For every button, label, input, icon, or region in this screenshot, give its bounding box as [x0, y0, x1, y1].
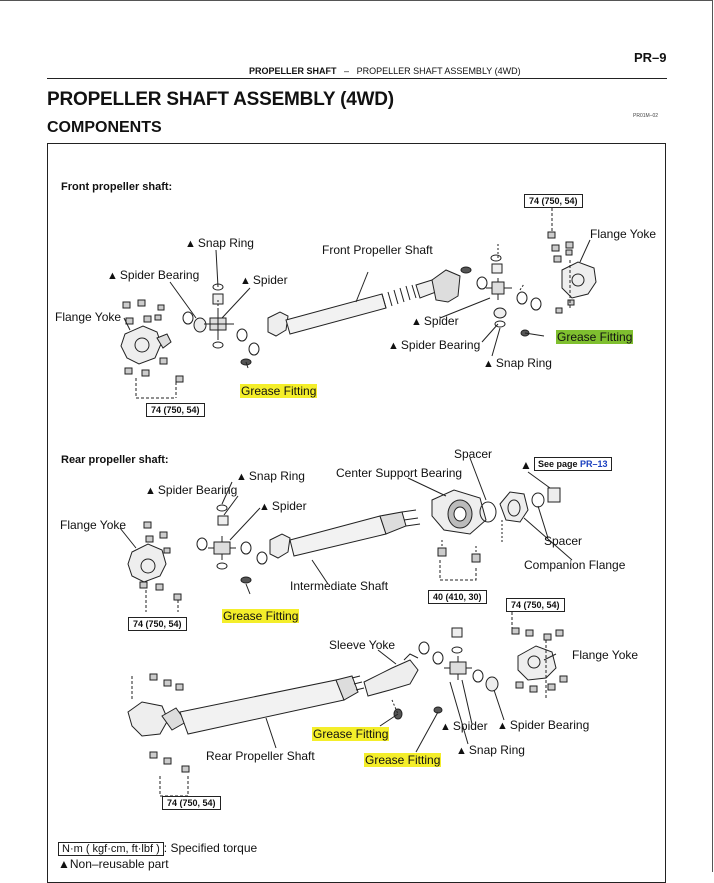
label-front-spider-bearing-left: Spider Bearing — [107, 268, 199, 283]
front-right-spider-parts-drawing — [460, 244, 542, 337]
label-front-spider-bearing-right: Spider Bearing — [388, 338, 480, 353]
label-front-snap-ring-right: Snap Ring — [483, 356, 552, 371]
torque-spec-front-bottom: 74 (750, 54) — [146, 403, 205, 417]
header-section: PROPELLER SHAFT — [249, 66, 337, 76]
label-intermediate-shaft: Intermediate Shaft — [290, 579, 389, 593]
center-support-bearing-drawing — [431, 489, 497, 581]
label-front-grease-fitting-left: Grease Fitting — [240, 384, 318, 398]
nonreusable-triangle-icon: ▲ — [58, 857, 70, 871]
legend-nonreusable-desc: Non–reusable part — [69, 857, 169, 871]
intermediate-shaft-drawing — [269, 509, 421, 559]
highlight-yellow: Grease Fitting — [222, 609, 300, 623]
rear-propeller-shaft-drawing — [127, 673, 365, 797]
legend-torque: N·m ( kgf·cm, ft·lbf ): Specified torque — [58, 839, 257, 857]
label-rear-spider-bearing: Spider Bearing — [145, 483, 237, 498]
rear-section-label: Rear propeller shaft: — [61, 454, 169, 466]
front-right-flange-yoke-drawing — [547, 208, 597, 314]
sleeve-yoke-drawing — [363, 653, 419, 720]
legend-torque-unit-box: N·m ( kgf·cm, ft·lbf ) — [58, 842, 164, 856]
label-rear-grease-fitting-3: Grease Fitting — [364, 753, 442, 767]
front-propeller-shaft-drawing — [267, 269, 461, 337]
header-subsection: PROPELLER SHAFT ASSEMBLY (4WD) — [356, 66, 521, 76]
front-left-spider-parts-drawing — [182, 283, 260, 366]
page-title: PROPELLER SHAFT ASSEMBLY (4WD) — [47, 89, 394, 110]
label-rear-flange-yoke-right: Flange Yoke — [572, 648, 639, 662]
label-front-grease-fitting-right: Grease Fitting — [556, 330, 634, 344]
torque-spec-front-top: 74 (750, 54) — [524, 194, 583, 208]
label-rear-flange-yoke-left: Flange Yoke — [60, 518, 127, 532]
legend-torque-desc: : Specified torque — [163, 841, 258, 855]
rear-left-flange-yoke-drawing — [127, 521, 182, 612]
label-front-snap-ring-left: Snap Ring — [185, 236, 254, 251]
label-rear-propeller-shaft: Rear Propeller Shaft — [206, 749, 315, 763]
label-rear-spider-2: Spider — [440, 719, 488, 734]
label-front-propeller-shaft: Front Propeller Shaft — [322, 243, 433, 257]
highlight-yellow: Grease Fitting — [240, 384, 318, 398]
rear-spider-parts-drawing — [418, 627, 499, 714]
label-rear-grease-fitting-2: Grease Fitting — [312, 727, 390, 741]
label-front-spider-left: Spider — [240, 273, 288, 288]
rear-left-spider-parts-drawing — [196, 504, 268, 584]
see-page-nonreusable-icon: ▲ — [520, 458, 532, 472]
label-front-spider-right: Spider — [411, 314, 459, 329]
torque-spec-rear-bottom: 74 (750, 54) — [162, 796, 221, 810]
torque-spec-rear-right: 74 (750, 54) — [506, 598, 565, 612]
see-page-reference: See page PR–13 — [534, 457, 612, 471]
torque-spec-center: 40 (410, 30) — [428, 590, 487, 604]
highlight-yellow: Grease Fitting — [364, 753, 442, 767]
legend-nonreusable: ▲Non–reusable part — [58, 857, 169, 871]
front-left-flange-yoke-drawing — [120, 325, 172, 365]
rear-right-flange-yoke-drawing — [511, 612, 568, 700]
label-rear-spacer-top: Spacer — [454, 447, 493, 461]
label-rear-grease-fitting-1: Grease Fitting — [222, 609, 300, 623]
label-front-flange-yoke-right: Flange Yoke — [590, 227, 657, 241]
page-frame-top — [0, 0, 712, 1]
label-sleeve-yoke: Sleeve Yoke — [329, 638, 396, 652]
label-rear-spider: Spider — [259, 499, 307, 514]
label-rear-spacer-right: Spacer — [544, 534, 583, 548]
label-rear-snap-ring: Snap Ring — [236, 469, 305, 484]
label-rear-snap-ring-2: Snap Ring — [456, 743, 525, 758]
companion-flange-drawing — [499, 487, 561, 544]
highlight-yellow: Grease Fitting — [312, 727, 390, 741]
highlight-green: Grease Fitting — [556, 330, 634, 344]
page-subtitle: COMPONENTS — [47, 119, 162, 136]
label-center-support-bearing: Center Support Bearing — [336, 466, 463, 480]
header-rule — [47, 78, 667, 79]
label-rear-spider-bearing-2: Spider Bearing — [497, 718, 589, 733]
see-page-link[interactable]: PR–13 — [580, 459, 608, 469]
label-companion-flange: Companion Flange — [524, 558, 626, 572]
figure-code: PR01M–02 — [633, 113, 659, 119]
front-left-bolts-drawing — [122, 299, 184, 383]
torque-spec-rear-left: 74 (750, 54) — [128, 617, 187, 631]
page-number: PR–9 — [634, 50, 667, 65]
header-dash: – — [344, 66, 350, 76]
running-header: PROPELLER SHAFT – PROPELLER SHAFT ASSEMB… — [249, 66, 521, 76]
label-front-flange-yoke-left: Flange Yoke — [55, 310, 122, 324]
page-frame-right — [712, 0, 713, 872]
front-section-label: Front propeller shaft: — [61, 181, 173, 193]
